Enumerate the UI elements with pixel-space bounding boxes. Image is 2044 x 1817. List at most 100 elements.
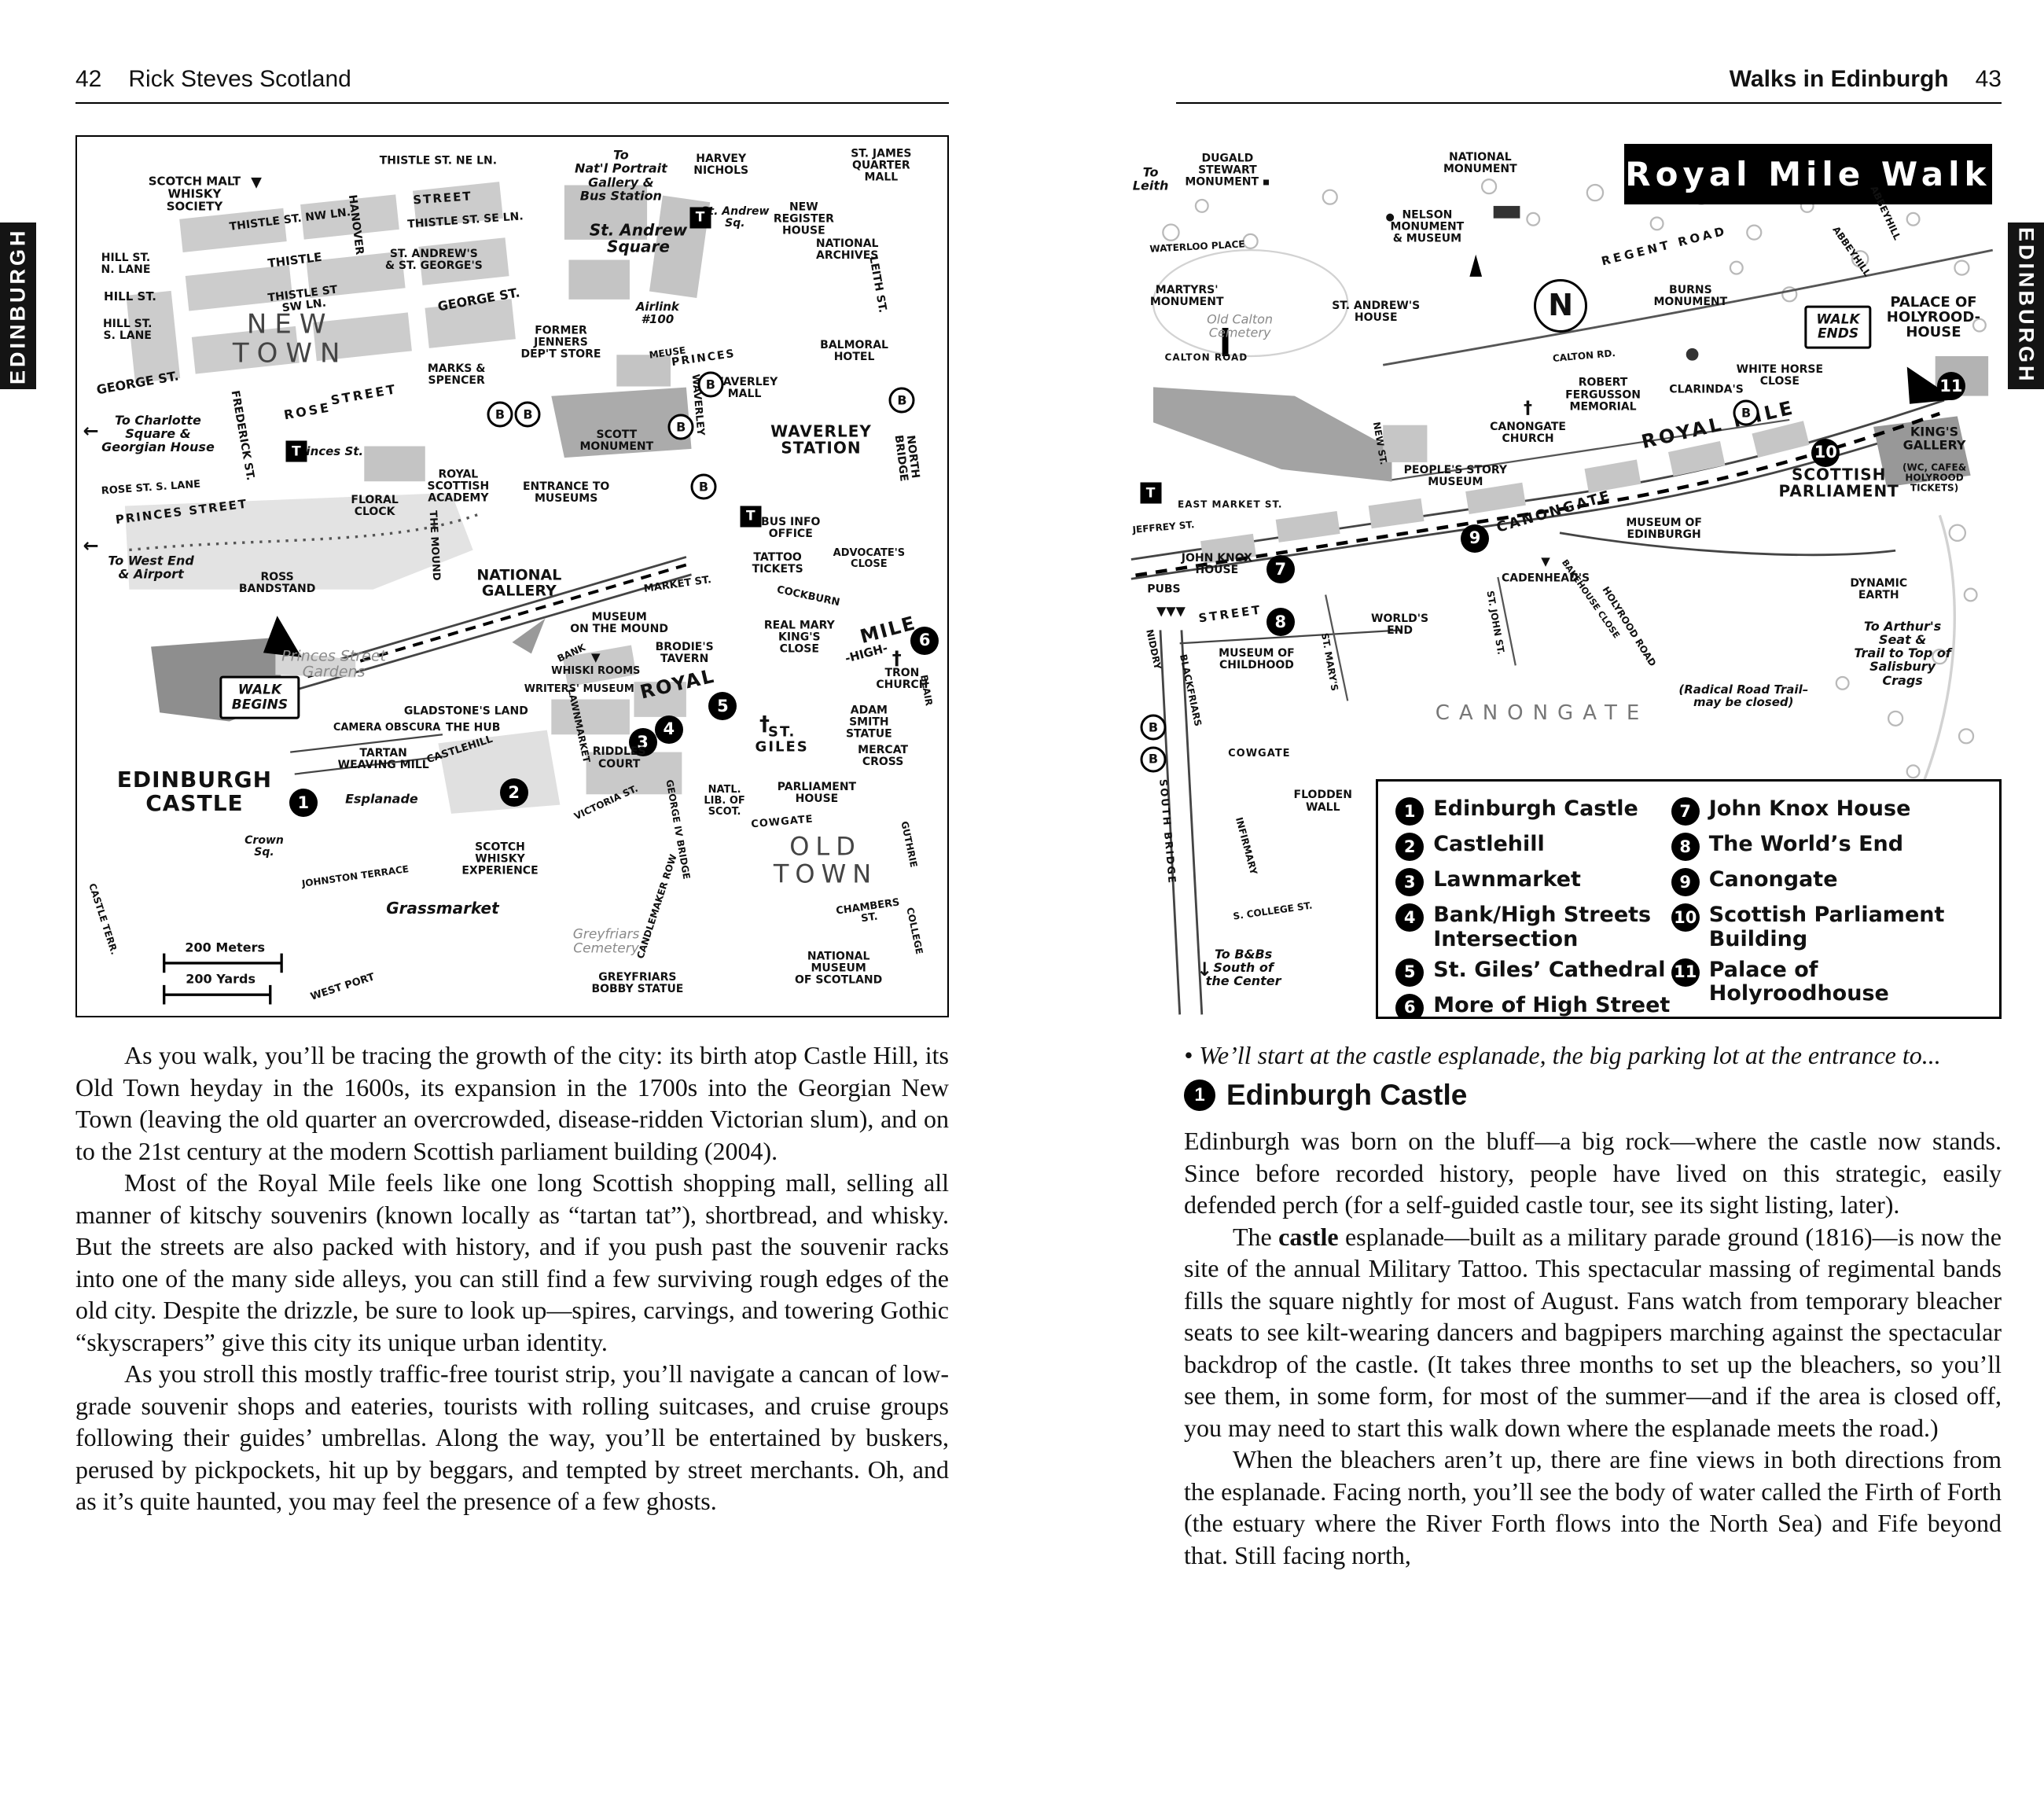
legend-label: Lawnmarket [1433,867,1581,892]
map-label: GREYFRIARS BOBBY STATUE [591,970,684,995]
legend-label: St. Giles’ Cathedral [1433,957,1666,982]
map-label: To Arthur's Seat & Trail to Top of Salis… [1854,618,1951,688]
map-label: CADENHEAD'S [1501,572,1590,585]
map-label: MUSEUM OF CHILDHOOD [1219,646,1295,671]
map-label: THE HUB [445,721,501,734]
map-label: N [1534,278,1588,333]
map-label: ROBERT FERGUSSON MEMORIAL [1565,376,1641,414]
map-label: ADVOCATE'S CLOSE [833,546,906,570]
map-label: PUBS [1147,583,1181,596]
legend-label: Canongate [1708,867,1838,892]
map-label: RIDDLES COURT [592,745,646,771]
map-marker-1: 1 [289,789,318,818]
map-label: BUS INFO OFFICE [761,515,821,540]
section-number-badge: 1 [1184,1079,1215,1111]
map-label: To Leith [1132,164,1169,194]
map-label: CANONGATE CHURCH [1490,420,1566,445]
legend-number-badge: 10 [1671,903,1700,932]
map-label: WORLD'S END [1371,612,1429,637]
map-label: Esplanade [345,791,418,807]
map-label: ADAM SMITH STATUE [845,703,892,741]
legend-number-badge: 9 [1671,868,1700,897]
map-label: 200 Meters [185,940,266,955]
map-label: MARTYRS' MONUMENT [1149,283,1224,308]
map-label: St. Andrew Square [589,220,688,256]
map-label: WAVERLEY STATION [770,421,872,458]
map-marker-2: 2 [499,778,528,807]
map-label: BURNS MONUMENT [1653,283,1728,308]
legend-label: Bank/High Streets Intersection [1433,903,1652,951]
section-title: Edinburgh Castle [1226,1078,1468,1111]
map-label: (Radical Road Trail– may be closed) [1678,682,1809,709]
map-label: NELSON MONUMENT & MUSEUM [1390,208,1465,245]
map-label: ST. ANDREW'S & ST. GEORGE'S [384,247,483,272]
map-label: WHISKI ROOMS [551,664,641,677]
map-label: B [1733,399,1759,426]
map-label: MARKS & SPENCER [427,362,486,387]
map-label: NATIONAL GALLERY [476,566,562,600]
church-icon: † [1524,399,1533,419]
legend-number-badge: 4 [1395,903,1425,932]
map-label: B [487,401,513,428]
map-label: 200 Yards [186,971,256,987]
map-label: GLADSTONE'S LAND [403,704,528,718]
map-label: NATIONAL ARCHIVES [815,237,879,263]
paragraph: Edinburgh was born on the bluff—a big ro… [1184,1127,2002,1219]
map-label: WAVERLEY MALL [711,375,778,400]
map-label: EDINBURGH CASTLE [116,766,273,816]
map-label: SCOTCH WHISKY EXPERIENCE [461,840,539,877]
map-label: Greyfriars Cemetery [572,926,640,958]
map-label: CANONGATE [1435,701,1649,726]
map-label: St. Andrew Sq. [700,204,770,230]
map-label: To West End & Airport [108,553,194,582]
map-label: COWGATE [1228,747,1291,760]
legend-label: More of High Street [1433,992,1671,1017]
map-label: SCOTTISH PARLIAMENT [1778,465,1899,501]
map-label: FLORAL CLOCK [351,493,399,518]
legend-label: John Knox House [1708,796,1911,822]
map-label: Old Calton Cemetery [1207,311,1274,340]
page-number: 42 [75,66,102,92]
paragraph: The castle esplanade—built as a military… [1184,1222,2002,1442]
map-label: To B&Bs South of the Center [1205,946,1281,989]
map-label: B [1140,714,1167,741]
map-label: B [514,401,541,428]
map-label: CAMERA OBSCURA [333,722,441,734]
map-label: HILL ST. N. LANE [101,252,151,277]
body-text-left: As you walk, you’ll be tracing the growt… [75,1039,949,1517]
map-label: CALTON ROAD [1164,351,1248,363]
map-label: Airlink #100 [635,299,679,326]
church-icon: † [759,712,770,736]
map-label: BRODIE'S TAVERN [655,641,714,666]
map-label: SCOTT MONUMENT [579,428,654,453]
map-label: WRITERS' MUSEUM [524,683,634,696]
map-label: B [888,387,915,414]
map-label: REAL MARY KING'S CLOSE [763,619,835,656]
map-label: TARTAN WEAVING MILL [337,746,429,771]
map-label: DYNAMIC EARTH [1850,576,1908,601]
legend-item-9: 9 Canongate [1671,867,1982,897]
map-label: NATIONAL MUSEUM OF SCOTLAND [795,949,883,987]
pub-glasses-icon: ▼▼▼ [1156,603,1186,619]
monument-dot-icon: ● [1385,211,1395,223]
map-label: T [689,207,711,229]
map-label: NEW TOWN [232,308,348,370]
map-label: T [740,506,762,528]
map-label: ROYAL SCOTTISH ACADEMY [427,468,490,505]
map-label: PEOPLE'S STORY MUSEUM [1403,463,1508,488]
legend-number-badge: 6 [1395,993,1425,1019]
paragraph: As you stroll this mostly traffic-free t… [75,1359,949,1515]
map-marker-8: 8 [1266,608,1295,637]
map-marker-5: 5 [708,692,737,721]
walk-intro-note: • We’ll start at the castle esplanade, t… [1184,1041,1941,1069]
map-marker-7: 7 [1266,554,1295,583]
map-label: TATTOO TICKETS [752,551,803,576]
